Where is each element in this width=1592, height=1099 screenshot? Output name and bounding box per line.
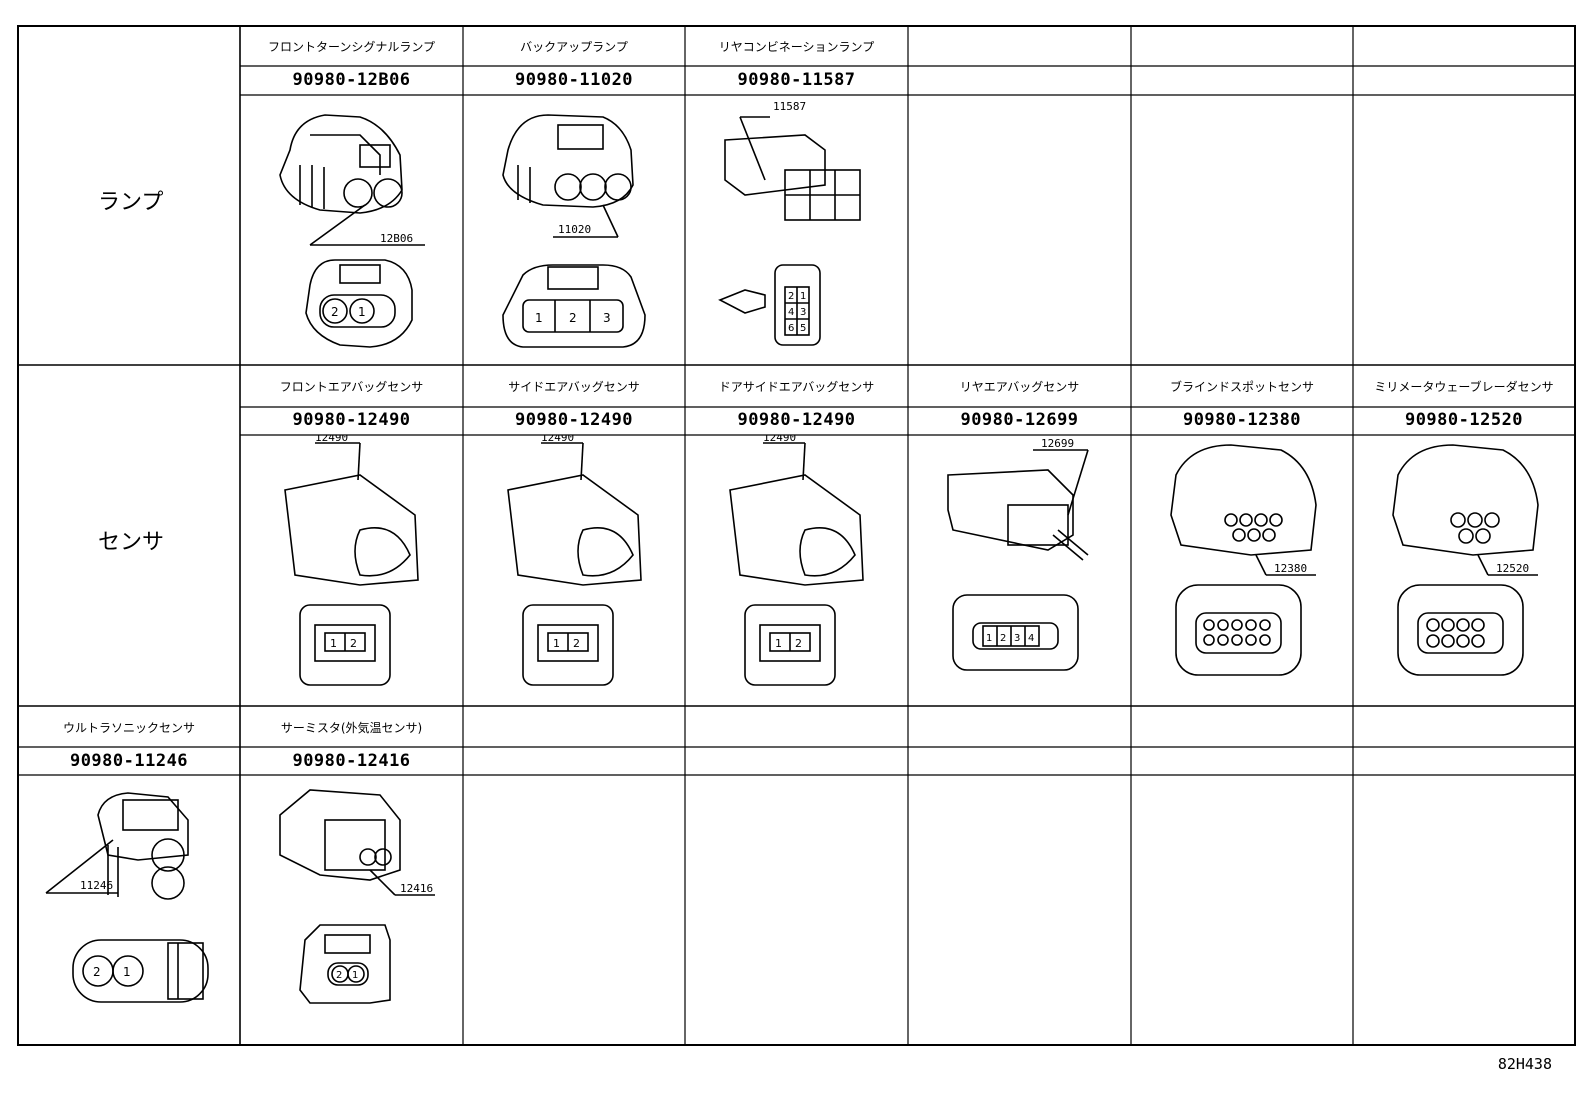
connector-figure: 11587 2 1 4 3 6 5	[718, 100, 861, 346]
pin-label: 1	[775, 637, 782, 650]
pin-label: 2	[795, 637, 802, 650]
cell-part-number: 90980-12490	[737, 410, 856, 430]
connector-code: 12490	[763, 435, 796, 444]
cell-name: ドアサイドエアバッグセンサ	[718, 380, 875, 394]
cell-part-number: 90980-12B06	[292, 70, 411, 90]
pin-label: 4	[788, 307, 794, 318]
connector-code: 12B06	[380, 232, 413, 245]
pin-label: 1	[358, 305, 366, 319]
pin-label: 1	[330, 637, 337, 650]
connector-figure: 12490 1 2	[284, 435, 419, 686]
connector-figure: 12416 2 1	[279, 789, 435, 1004]
connector-figure: 2 1 12B06	[279, 114, 425, 348]
connector-code: 12490	[315, 435, 348, 444]
pin-label: 3	[603, 311, 611, 325]
cell-name: ミリメータウェーブレーダセンサ	[1374, 380, 1554, 394]
connector-code: 12490	[541, 435, 574, 444]
cell-part-number: 90980-12490	[292, 410, 411, 430]
connector-figure: 2 1 11246	[45, 792, 209, 1003]
pin-label: 2	[331, 305, 339, 319]
connector-code: 11246	[80, 879, 113, 892]
figure-id: 82H438	[1497, 1055, 1552, 1073]
cell-name: サーミスタ(外気温センサ)	[280, 721, 423, 735]
cell-name: リヤコンビネーションランプ	[718, 40, 875, 54]
connector-code: 12416	[400, 882, 433, 895]
pin-label: 5	[800, 323, 806, 334]
pin-label: 2	[93, 965, 101, 979]
connector-code: 12699	[1041, 437, 1074, 450]
cell-name: バックアップランプ	[520, 40, 628, 54]
pin-label: 2	[569, 311, 577, 325]
pin-label: 1	[352, 970, 358, 981]
connector-code: 11587	[773, 100, 806, 113]
cell-name: ウルトラソニックセンサ	[62, 721, 195, 735]
pin-label: 6	[788, 323, 794, 334]
cell-part-number: 90980-12416	[292, 751, 411, 771]
connector-figure: 12380	[1170, 444, 1317, 676]
pin-label: 2	[1000, 633, 1006, 644]
pin-label: 1	[123, 965, 131, 979]
cell-part-number: 90980-12490	[514, 410, 634, 430]
cell-part-number: 90980-12520	[1404, 410, 1524, 430]
pin-label: 1	[986, 633, 992, 644]
pin-label: 1	[553, 637, 560, 650]
cell-part-number: 90980-11587	[737, 70, 856, 90]
category-sensor: センサ	[98, 530, 165, 555]
category-lamp: ランプ	[98, 190, 164, 215]
pin-label: 2	[573, 637, 580, 650]
pin-label: 2	[336, 970, 342, 981]
connector-figure: 1 2 3 11020	[502, 114, 646, 348]
cell-part-number: 90980-11246	[69, 751, 189, 771]
cell-name: サイドエアバッグセンサ	[508, 380, 640, 394]
cell-name: ブラインドスポットセンサ	[1169, 380, 1314, 394]
cell-name: フロントターンシグナルランプ	[267, 40, 436, 54]
connector-figure: 12490 1 2	[507, 435, 642, 686]
cell-part-number: 90980-12380	[1182, 410, 1302, 430]
pin-label: 2	[350, 637, 357, 650]
connector-figure: 12490 1 2	[729, 435, 864, 686]
cell-part-number: 90980-11020	[514, 70, 634, 90]
pin-label: 4	[1028, 633, 1034, 644]
connector-figure: 12520	[1392, 444, 1539, 676]
cell-name: フロントエアバッグセンサ	[279, 380, 424, 394]
cell-part-number: 90980-12699	[960, 410, 1079, 430]
pin-label: 1	[535, 311, 543, 325]
pin-label: 1	[800, 291, 806, 302]
cell-name: リヤエアバッグセンサ	[959, 380, 1080, 394]
pin-label: 2	[788, 291, 794, 302]
pin-label: 3	[800, 307, 806, 318]
connector-figure: 12699 1 2 3 4	[947, 437, 1089, 671]
connector-code: 12520	[1496, 562, 1529, 575]
connector-code: 11020	[558, 223, 591, 236]
connector-code: 12380	[1274, 562, 1307, 575]
pin-label: 3	[1014, 633, 1020, 644]
